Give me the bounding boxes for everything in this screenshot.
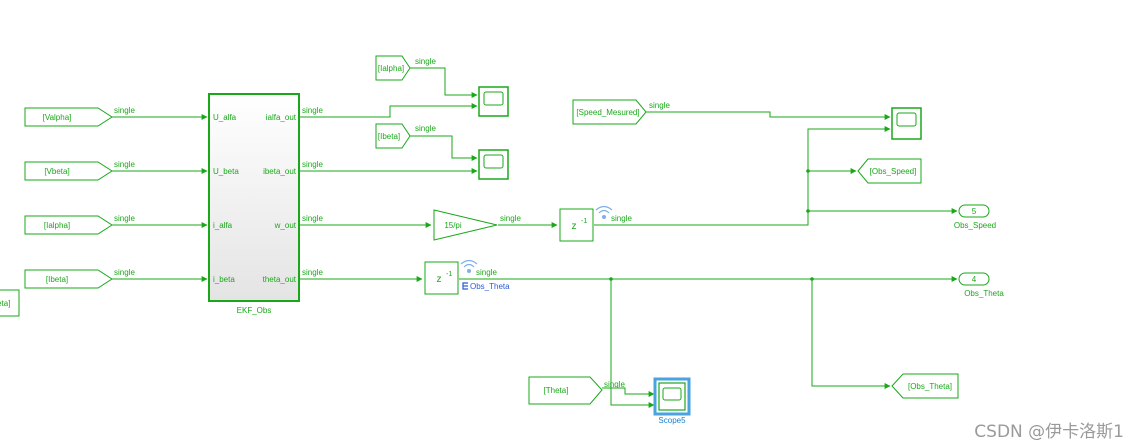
scope-icon — [483, 91, 504, 106]
from-block-ibeta-top[interactable]: [Ibeta] — [375, 123, 411, 149]
scope-block[interactable] — [891, 107, 922, 140]
gain-block[interactable]: 15/pi — [433, 209, 498, 241]
from-tag-label: [Theta] — [544, 386, 569, 395]
signal-type-label: single — [114, 268, 135, 277]
from-block-speed-measured[interactable]: [Speed_Mesured] — [572, 99, 647, 125]
delay-exponent: -1 — [446, 271, 452, 278]
signal-type-label: single — [415, 124, 436, 133]
signal-type-label: single — [114, 160, 135, 169]
goto-tag-label: [Obs_Theta] — [908, 382, 952, 391]
delay-exponent: -1 — [581, 218, 587, 225]
ekf-input-port: i_beta — [213, 275, 235, 284]
from-block-theta-clipped[interactable]: [Theta] — [0, 289, 20, 317]
scope-block[interactable] — [478, 149, 509, 180]
from-tag-label: [Vbeta] — [44, 167, 69, 176]
signal-type-label: single — [114, 214, 135, 223]
outport-name: Obs_Theta — [964, 289, 1004, 298]
obs-theta-signal-name: Obs_Theta — [470, 282, 510, 291]
from-block-ialpha[interactable]: [Ialpha] — [24, 215, 113, 235]
signal-type-label: single — [302, 160, 323, 169]
ekf-output-port: ibeta_out — [263, 167, 297, 176]
ekf-obs-subsystem[interactable]: U_alfa U_beta i_alfa i_beta ialfa_out ib… — [208, 93, 300, 315]
from-block-theta-bottom[interactable]: [Theta] — [528, 376, 603, 405]
signal-lines — [112, 67, 958, 408]
wire-speed-scope[interactable] — [807, 126, 891, 211]
from-block-vbeta[interactable]: [Vbeta] — [24, 161, 113, 181]
signal-type-label: single — [500, 214, 521, 223]
wire-theta-goto[interactable] — [811, 279, 891, 389]
branch-dot — [810, 277, 814, 281]
signal-type-label: single — [415, 57, 436, 66]
goto-block-obs-speed[interactable]: [Obs_Speed] — [857, 158, 922, 184]
wire-theta-tag-scope5[interactable] — [602, 387, 655, 397]
gain-value: 15/pi — [444, 221, 462, 230]
scope5-block[interactable]: Scope5 — [653, 377, 691, 425]
wire-delay-speed[interactable] — [594, 208, 958, 226]
ekf-block-name: EKF_Obs — [237, 306, 272, 315]
signal-labels: single single single single single singl… — [114, 57, 670, 389]
goto-tag-label: [Obs_Speed] — [870, 167, 917, 176]
from-tag-label: [Ialpha] — [44, 221, 70, 230]
ekf-input-port: U_alfa — [213, 113, 237, 122]
signal-type-label: single — [649, 101, 670, 110]
wire-ibeta-scope[interactable] — [410, 135, 478, 161]
ekf-output-port: w_out — [274, 221, 297, 230]
scope-icon — [483, 154, 504, 169]
branch-dot — [806, 169, 810, 173]
from-block-ibeta[interactable]: [Ibeta] — [24, 269, 113, 289]
signal-type-label: single — [611, 214, 632, 223]
from-block-valpha[interactable]: [Valpha] — [24, 107, 113, 127]
ekf-input-port: U_beta — [213, 167, 239, 176]
scope-block[interactable] — [478, 86, 509, 117]
from-tag-label: [Ibeta] — [46, 275, 68, 284]
branch-dot — [806, 209, 810, 213]
from-tag-label: [Speed_Mesured] — [576, 108, 639, 117]
branch-dot — [609, 277, 613, 281]
delay-z: z — [572, 221, 577, 232]
from-tag-label: [Theta] — [0, 299, 10, 308]
signal-logging-icon[interactable] — [595, 205, 613, 220]
wire-ialfa-out[interactable] — [300, 103, 478, 118]
outport-number: 5 — [972, 207, 977, 216]
signal-type-label: single — [302, 214, 323, 223]
outport-name: Obs_Speed — [954, 221, 996, 230]
signal-type-label: single — [114, 106, 135, 115]
signal-type-label: single — [302, 106, 323, 115]
wire-ialpha-scope[interactable] — [410, 67, 478, 98]
from-tag-label: [Ialpha] — [378, 64, 404, 73]
signal-type-label: single — [604, 380, 625, 389]
wire-theta-scope5[interactable] — [610, 279, 655, 408]
outport-obs-theta[interactable]: 4 Obs_Theta — [958, 272, 1004, 298]
delay-z: z — [437, 274, 442, 285]
unit-delay-block-theta[interactable]: z -1 — [424, 261, 459, 295]
test-point-icon — [462, 282, 468, 290]
goto-block-obs-theta[interactable]: [Obs_Theta] — [891, 373, 959, 399]
watermark: CSDN @伊卡洛斯1 — [974, 422, 1124, 442]
ekf-output-port: theta_out — [263, 275, 297, 284]
outport-obs-speed[interactable]: 5 Obs_Speed — [954, 204, 996, 230]
scope5-name: Scope5 — [658, 416, 686, 425]
signal-type-label: single — [476, 268, 497, 277]
scope-icon — [662, 387, 682, 401]
signal-type-label: single — [302, 268, 323, 277]
signal-logging-icon[interactable] — [460, 259, 478, 274]
from-block-ialpha-top[interactable]: [Ialpha] — [375, 55, 411, 81]
scope-icon — [896, 112, 917, 127]
ekf-output-port: ialfa_out — [266, 113, 297, 122]
ekf-input-port: i_alfa — [213, 221, 233, 230]
wire-speed-meas[interactable] — [646, 111, 891, 120]
outport-number: 4 — [972, 275, 977, 284]
from-tag-label: [Valpha] — [43, 113, 72, 122]
unit-delay-block-speed[interactable]: z -1 — [559, 208, 594, 242]
branch-points — [609, 169, 814, 281]
from-tag-label: [Ibeta] — [378, 132, 400, 141]
